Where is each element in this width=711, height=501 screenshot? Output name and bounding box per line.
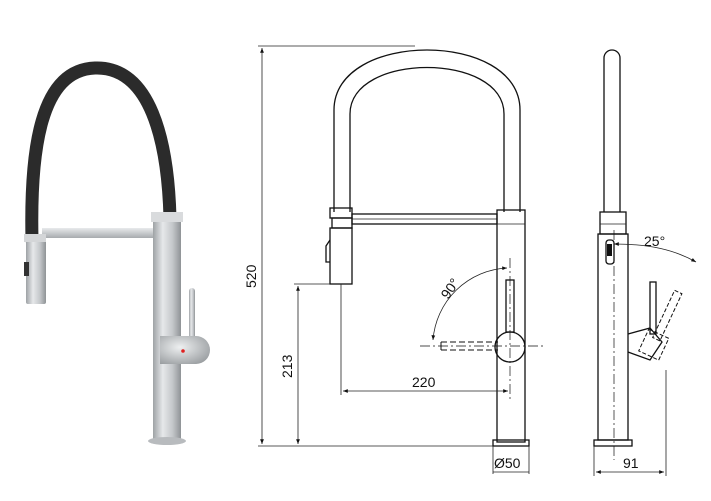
lever-handle <box>189 288 195 348</box>
faucet-base <box>148 437 186 445</box>
spray-button <box>24 262 29 276</box>
dim-overall-height: 520 <box>243 264 259 288</box>
dim-side-depth: 91 <box>623 455 639 471</box>
dim-outlet-height: 213 <box>279 354 295 378</box>
dim-reach: 220 <box>412 374 436 390</box>
faucet-photo <box>24 61 210 445</box>
lever-knob <box>160 336 210 364</box>
faucet-body <box>153 214 181 440</box>
red-accent <box>181 349 185 353</box>
dim-head-angle: 25° <box>644 233 665 249</box>
spray-head <box>26 236 46 304</box>
black-hose <box>25 61 177 247</box>
faucet-collar <box>151 212 183 222</box>
front-dimensions <box>258 45 530 474</box>
front-view <box>325 49 545 447</box>
side-view <box>593 49 697 476</box>
dim-lever-angle: 90° <box>437 275 462 302</box>
dim-base-diameter: Ø50 <box>494 455 521 471</box>
spray-head-collar <box>24 234 46 242</box>
spout-arm <box>42 228 162 238</box>
